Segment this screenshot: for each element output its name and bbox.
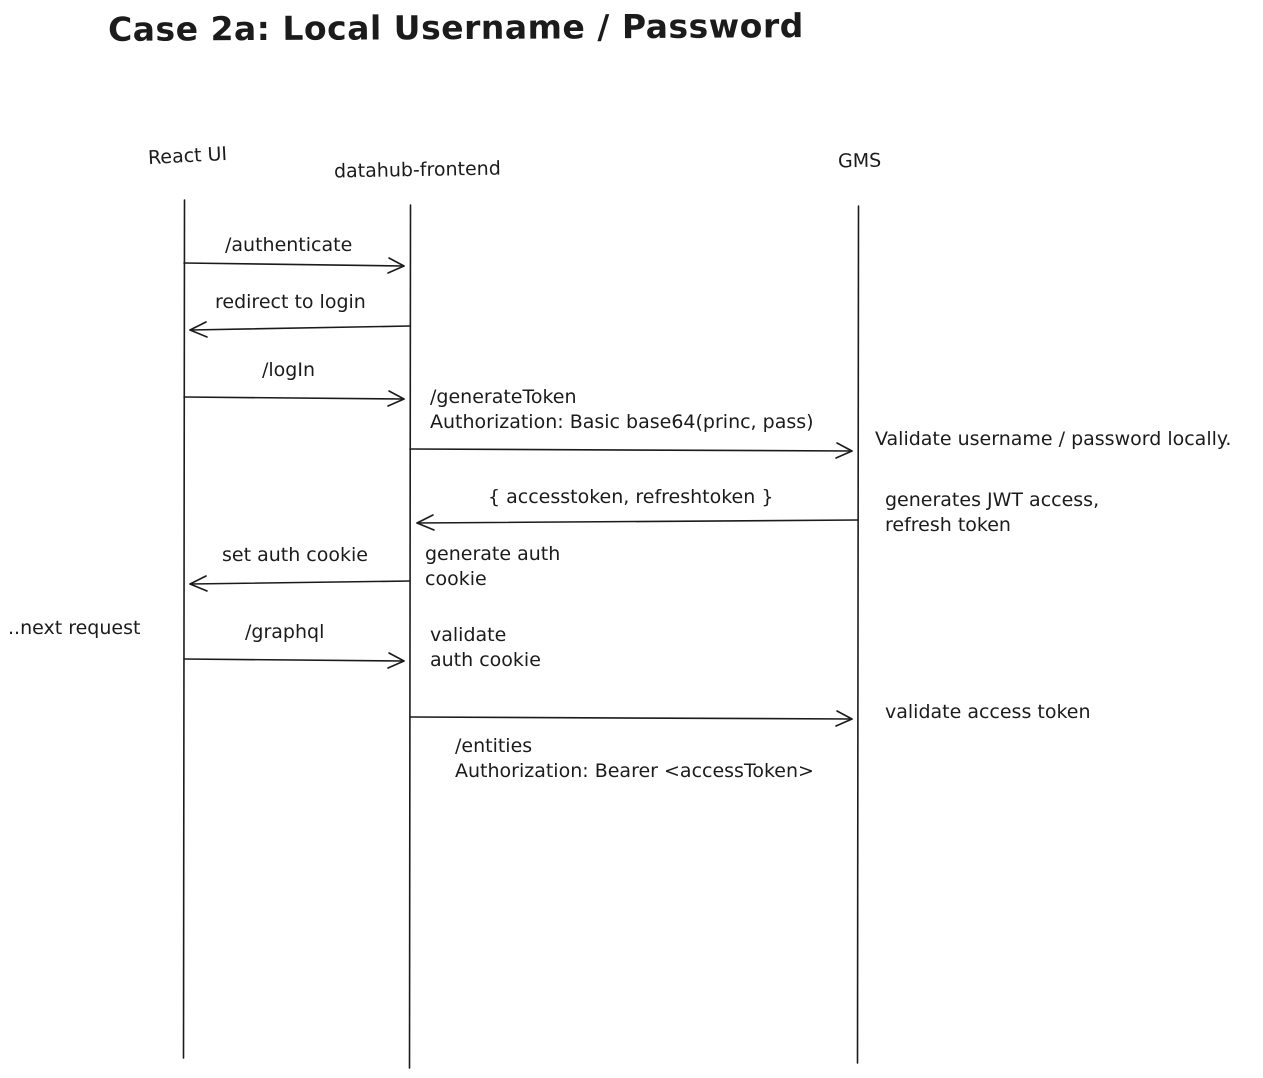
arrow-redirect-to-login: [189, 321, 411, 338]
message-label-generate-token: /generateToken Authorization: Basic base…: [430, 386, 814, 433]
message-label-set-auth-cookie: set auth cookie: [222, 544, 368, 566]
message-label-entities: /entities Authorization: Bearer <accessT…: [455, 735, 814, 782]
message-label-redirect-to-login: redirect to login: [215, 291, 366, 313]
message-label-tokens-response: { accesstoken, refreshtoken }: [488, 486, 774, 508]
arrow-entities: [409, 710, 853, 727]
arrow-generate-token: [409, 442, 853, 459]
message-label-login: /logIn: [262, 359, 316, 381]
arrow-set-auth-cookie: [189, 575, 411, 592]
note-validate-access-token: validate access token: [885, 701, 1091, 723]
message-label-graphql: /graphql: [245, 621, 325, 643]
note-generate-auth-cookie: generate auth cookie: [425, 543, 561, 590]
note-validate-locally: Validate username / password locally.: [875, 428, 1232, 450]
lifeline-datahub-frontend: [408, 204, 412, 1069]
message-label-authenticate: /authenticate: [225, 234, 353, 256]
arrow-tokens-response: [416, 514, 859, 531]
note-next-request: ..next request: [8, 617, 141, 639]
lifeline-gms: [856, 205, 860, 1064]
arrow-graphql: [183, 652, 405, 669]
note-generates-jwt: generates JWT access, refresh token: [885, 489, 1100, 536]
note-validate-auth-cookie: validate auth cookie: [430, 624, 541, 671]
arrow-login: [183, 390, 405, 407]
lifeline-react-ui: [182, 199, 186, 1059]
arrow-authenticate: [183, 257, 405, 274]
